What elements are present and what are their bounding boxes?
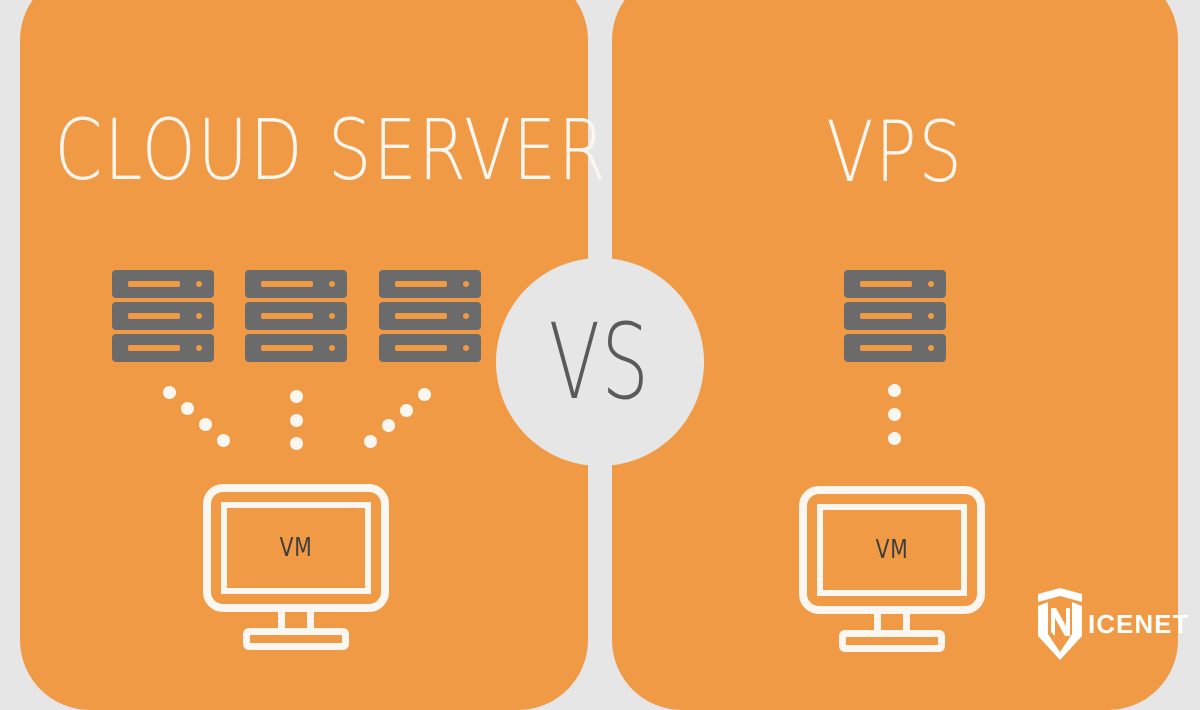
dot [888, 432, 901, 445]
vm-monitor-icon: VM [203, 484, 389, 612]
dot [199, 418, 212, 431]
monitor-stand-neck [278, 612, 314, 630]
server-icon [379, 302, 481, 330]
server-icon [844, 270, 946, 298]
vm-label: VM [875, 535, 909, 565]
server-icon [844, 334, 946, 362]
vps-title: VPS [826, 103, 964, 201]
dot [181, 402, 194, 415]
dot [163, 386, 176, 399]
server-icon [112, 302, 214, 330]
dot [418, 388, 431, 401]
monitor-screen: VM [221, 502, 371, 594]
cloud-server-title: CLOUD SERVER [54, 101, 608, 199]
vps-monitor-icon: VM [799, 486, 985, 614]
vs-badge: VS [496, 258, 704, 466]
vs-label: VS [549, 301, 651, 423]
server-icon [379, 270, 481, 298]
server-icon [245, 270, 347, 298]
dot [290, 414, 303, 427]
dot [382, 419, 395, 432]
vm-label: VM [279, 533, 313, 563]
server-icon [844, 302, 946, 330]
server-icon [245, 302, 347, 330]
monitor-stand-neck [874, 614, 910, 632]
monitor-stand-base [839, 630, 945, 652]
dot [400, 404, 413, 417]
server-icon [112, 334, 214, 362]
dot [888, 408, 901, 421]
dot [290, 437, 303, 450]
monitor-screen: VM [817, 504, 967, 596]
dot [364, 435, 377, 448]
icenet-logo: ICENET [1034, 588, 1189, 660]
server-icon [379, 334, 481, 362]
dot [217, 434, 230, 447]
server-icon [112, 270, 214, 298]
logo-text: ICENET [1088, 608, 1190, 639]
monitor-stand-base [243, 628, 349, 650]
dot [888, 384, 901, 397]
shield-logo-icon [1038, 588, 1082, 660]
server-icon [245, 334, 347, 362]
dot [290, 390, 303, 403]
